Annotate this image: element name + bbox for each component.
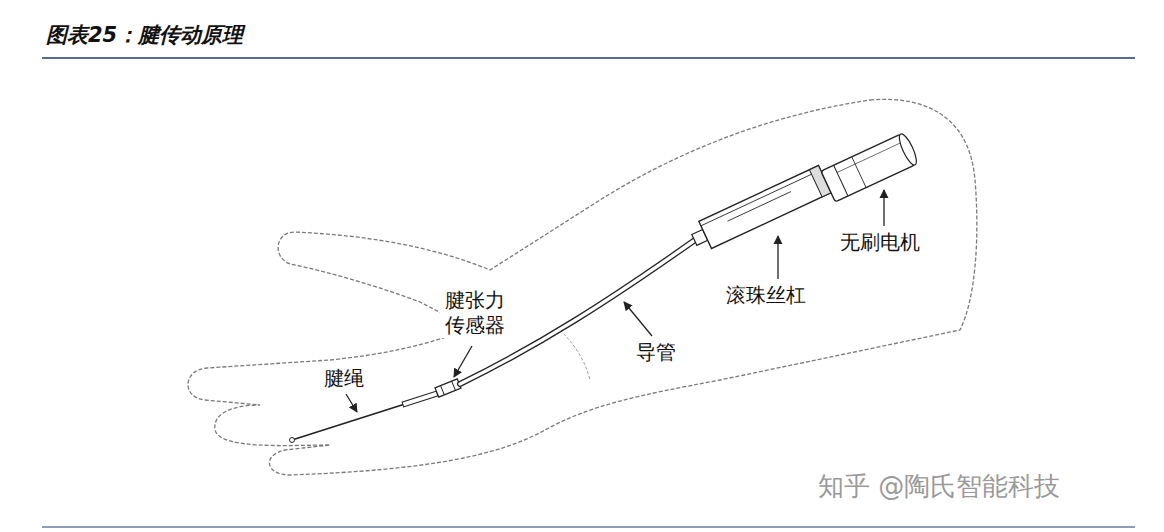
tendon-rope <box>292 404 405 440</box>
leader-arrow <box>346 394 357 412</box>
arm-outline <box>188 99 977 475</box>
rope-sleeve <box>402 391 438 407</box>
leader-arrow <box>883 190 884 226</box>
part-label: 滚珠丝杠 <box>724 283 808 308</box>
ball-screw <box>688 166 831 254</box>
figure-title: 图表25：腱传动原理 <box>46 22 243 48</box>
part-label: 腱张力 传感器 <box>440 288 510 338</box>
part-label: 腱绳 <box>322 366 366 391</box>
watermark: 知乎 @陶氏智能科技 <box>818 470 1060 503</box>
leader-arrow <box>624 302 652 336</box>
part-label: 无刷电机 <box>838 230 922 255</box>
leader-arrow <box>454 346 472 377</box>
bottom-rule <box>42 527 1135 528</box>
wrist-crease <box>560 330 590 380</box>
tension-sensor <box>435 379 461 397</box>
title-rule <box>42 57 1135 59</box>
part-label: 导管 <box>634 340 678 365</box>
brushless-motor <box>821 132 920 202</box>
leader-arrow <box>777 236 778 279</box>
